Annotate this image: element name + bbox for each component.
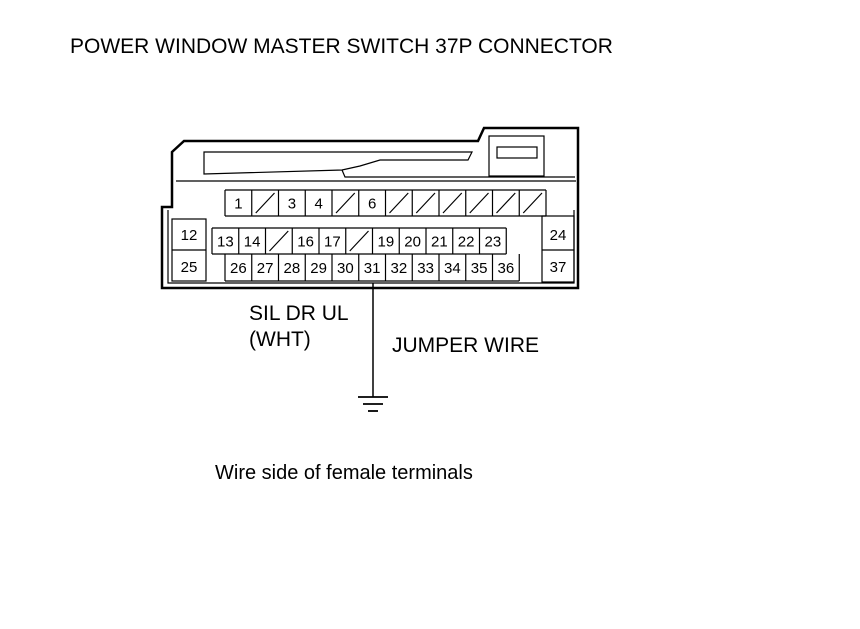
empty-cavity-mark — [442, 192, 463, 214]
empty-cavity-mark — [415, 192, 436, 214]
pin-19: 19 — [378, 234, 395, 251]
pin-20: 20 — [404, 234, 421, 251]
empty-cavity-mark — [335, 192, 356, 214]
pin-row-1: 1 3 4 6 — [224, 189, 547, 217]
signal-label-line2: (WHT) — [249, 328, 311, 351]
empty-cavity-mark — [522, 192, 543, 214]
ground-symbol-icon — [358, 396, 388, 412]
connector-lock-tab-window — [496, 146, 538, 159]
pin-25: 25 — [181, 259, 198, 276]
pin-row-3: 26 27 28 29 30 31 32 33 34 35 36 — [224, 254, 520, 282]
empty-cavity-mark — [496, 192, 516, 214]
pin-30: 30 — [337, 260, 354, 277]
pin-33: 33 — [417, 260, 434, 277]
pin-14: 14 — [244, 234, 261, 251]
pin-row-2: 13 14 16 17 19 20 21 22 23 — [211, 227, 507, 255]
pin-27: 27 — [257, 260, 274, 277]
pin-37: 37 — [550, 259, 567, 276]
connector-latch-slot — [203, 151, 473, 175]
pin-28: 28 — [284, 260, 301, 277]
pin-17: 17 — [324, 234, 341, 251]
signal-label-line1: SIL DR UL — [249, 302, 349, 325]
empty-cavity-mark — [469, 192, 489, 214]
pin-13: 13 — [217, 234, 234, 251]
pin-21: 21 — [431, 234, 448, 251]
connector-lock-tab — [488, 135, 545, 177]
right-side-cell-outline — [541, 215, 575, 283]
pin-4: 4 — [314, 196, 322, 213]
diagram-caption: Wire side of female terminals — [215, 462, 473, 484]
pin-35: 35 — [471, 260, 488, 277]
pin-31: 31 — [364, 260, 381, 277]
pin-3: 3 — [288, 196, 296, 213]
pin-29: 29 — [310, 260, 327, 277]
pin-16: 16 — [297, 234, 314, 251]
empty-cavity-mark — [349, 230, 369, 252]
pin-12: 12 — [181, 227, 198, 244]
diagram-title: POWER WINDOW MASTER SWITCH 37P CONNECTOR — [70, 35, 613, 58]
pin-26: 26 — [230, 260, 247, 277]
connector-housing — [160, 126, 580, 290]
empty-cavity-mark — [269, 230, 289, 252]
pin-32: 32 — [391, 260, 408, 277]
connector-latch-step — [341, 169, 575, 178]
pin-22: 22 — [458, 234, 475, 251]
pin-1: 1 — [234, 196, 242, 213]
empty-cavity-mark — [389, 192, 409, 214]
empty-cavity-mark — [255, 192, 275, 214]
pin-23: 23 — [485, 234, 502, 251]
pin-6: 6 — [368, 196, 376, 213]
pin-34: 34 — [444, 260, 461, 277]
pin-36: 36 — [498, 260, 515, 277]
pin-24: 24 — [550, 227, 567, 244]
jumper-wire-label: JUMPER WIRE — [392, 334, 539, 357]
